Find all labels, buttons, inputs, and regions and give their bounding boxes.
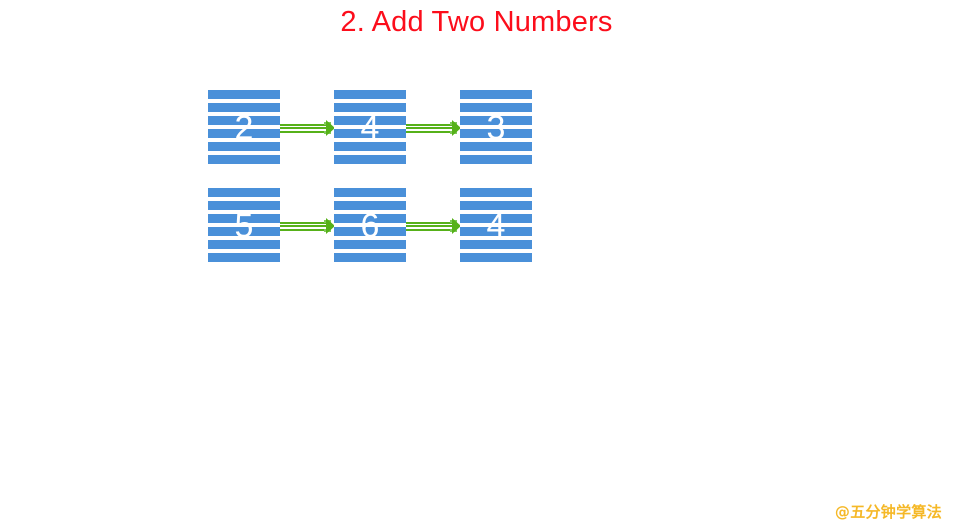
linked-list-row-2: 5 6 4 xyxy=(208,188,532,266)
page-title: 2. Add Two Numbers xyxy=(340,6,613,38)
list-node[interactable]: 2 xyxy=(208,90,280,166)
list-node-body: 5 xyxy=(208,188,280,264)
arrow-shaft-midline xyxy=(280,127,330,129)
arrow-head xyxy=(452,218,461,234)
next-pointer-arrow-icon xyxy=(406,218,461,234)
list-node-body: 6 xyxy=(334,188,406,264)
list-node-value: 5 xyxy=(234,207,254,245)
arrow-shaft-midline xyxy=(280,225,330,227)
next-pointer-arrow-icon xyxy=(280,218,335,234)
list-node-value: 4 xyxy=(486,207,506,245)
arrow-head xyxy=(326,120,335,136)
list-node-value: 4 xyxy=(360,109,380,147)
list-node-body: 2 xyxy=(208,90,280,166)
list-node[interactable]: 5 xyxy=(208,188,280,264)
list-node-value: 6 xyxy=(360,207,380,245)
arrow-shaft-midline xyxy=(406,225,456,227)
list-node[interactable]: 4 xyxy=(334,90,406,166)
next-pointer-arrow-icon xyxy=(280,120,335,136)
list-node-body: 4 xyxy=(460,188,532,264)
list-node-body: 4 xyxy=(334,90,406,166)
list-node[interactable]: 4 xyxy=(460,188,532,264)
next-pointer-arrow-icon xyxy=(406,120,461,136)
watermark-label: @五分钟学算法 xyxy=(834,503,942,521)
list-node[interactable]: 3 xyxy=(460,90,532,166)
list-node[interactable]: 6 xyxy=(334,188,406,264)
arrow-shaft-midline xyxy=(406,127,456,129)
arrow-head xyxy=(326,218,335,234)
list-node-value: 2 xyxy=(234,109,254,147)
list-node-body: 3 xyxy=(460,90,532,166)
linked-list-row-1: 2 4 3 xyxy=(208,90,532,168)
list-node-value: 3 xyxy=(486,109,506,147)
arrow-head xyxy=(452,120,461,136)
